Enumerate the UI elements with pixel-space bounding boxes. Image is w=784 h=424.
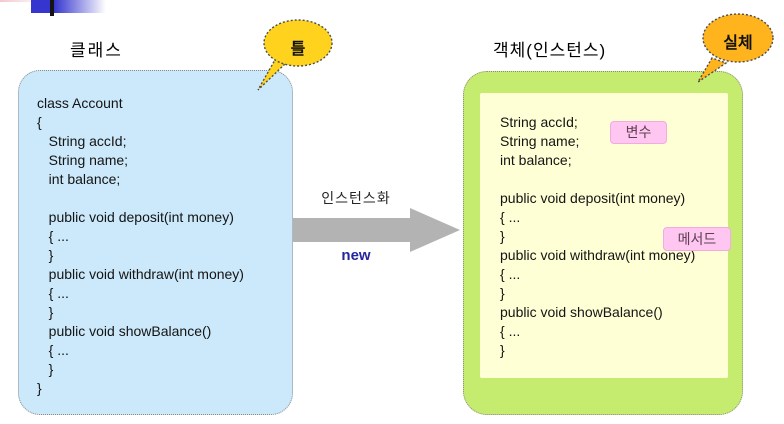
new-keyword-label: new (341, 247, 371, 264)
template-callout-label: 틀 (290, 41, 306, 58)
object-code-text: String accId; String name; int balance; … (500, 114, 696, 358)
slide-top-rule-decoration (0, 0, 46, 2)
entity-callout-label: 실체 (723, 35, 753, 52)
entity-callout-bubble-icon (697, 13, 774, 83)
class-code-text: class Account { String accId; String nam… (37, 95, 244, 396)
class-heading: 클래스 (70, 41, 123, 60)
bullet-gradient-decoration (54, 0, 106, 13)
method-tag: 메서드 (663, 227, 731, 251)
class-code-box (18, 70, 293, 415)
variable-tag: 변수 (610, 121, 667, 144)
bullet-square-decoration (31, 0, 51, 13)
template-callout-bubble-icon (257, 19, 333, 91)
bullet-bar-decoration (50, 0, 54, 16)
instantiation-label: 인스턴스화 (321, 190, 391, 206)
instantiation-arrow-icon (293, 208, 460, 252)
object-heading: 객체(인스턴스) (493, 41, 607, 60)
